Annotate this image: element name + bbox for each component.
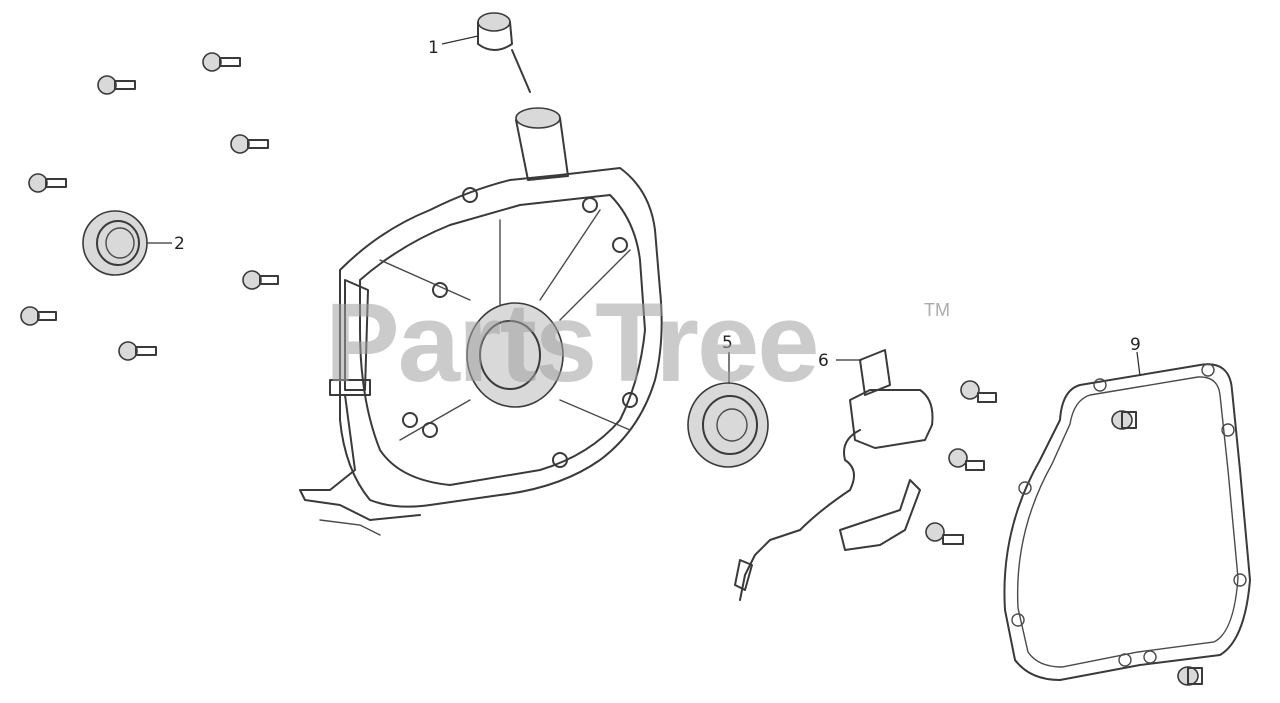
gasket-part-9[interactable] (1003, 363, 1251, 681)
oil-seal-part-2[interactable] (82, 210, 148, 276)
bolt[interactable] (948, 448, 985, 471)
trademark-symbol: TM (924, 300, 950, 320)
callout-label-9: 9 (1130, 335, 1141, 355)
callout-label-2: 2 (174, 234, 185, 254)
bolt[interactable] (925, 522, 964, 545)
ball-bearing-part-5[interactable] (687, 382, 769, 468)
callout-label-6: 6 (818, 351, 829, 371)
bolt[interactable] (20, 306, 57, 326)
bolt[interactable] (242, 270, 279, 290)
callout-label-5: 5 (722, 333, 733, 353)
bolt[interactable] (118, 341, 157, 361)
dowel-pin[interactable] (1111, 410, 1137, 430)
crankcase-cover[interactable] (299, 107, 663, 536)
bolt[interactable] (202, 52, 241, 72)
bolt[interactable] (960, 380, 997, 403)
oil-sensor-part-6[interactable] (734, 349, 934, 601)
callout-label-1: 1 (428, 38, 439, 58)
bolt[interactable] (97, 75, 136, 95)
bolt[interactable] (230, 134, 269, 154)
oil-filler-cap-part-1[interactable] (477, 12, 531, 93)
bolt[interactable] (28, 173, 67, 193)
dowel-pin[interactable] (1177, 666, 1203, 686)
watermark-logo: PartsTree (325, 280, 820, 405)
